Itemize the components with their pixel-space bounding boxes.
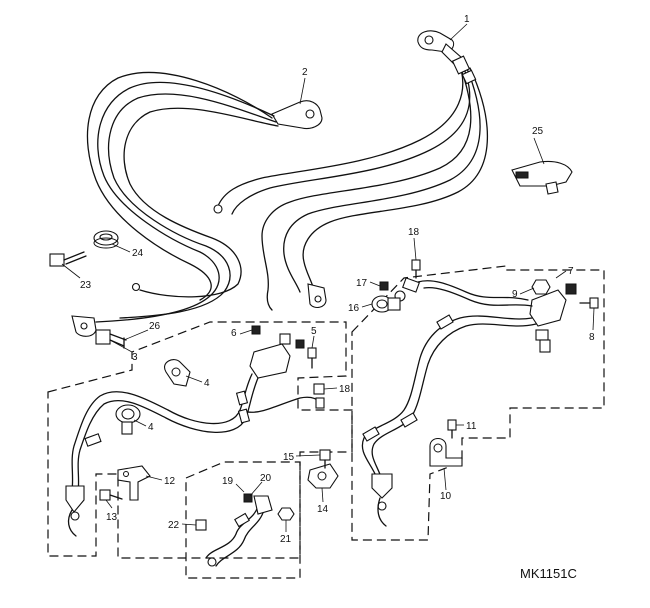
region-outline-19 xyxy=(185,461,301,579)
callout-6: 6 xyxy=(231,328,237,339)
left-lower-harness xyxy=(65,325,325,537)
clamp-16 xyxy=(371,295,401,313)
clip-4-lower xyxy=(115,404,141,435)
bracket-12 xyxy=(117,465,151,501)
callout-17: 17 xyxy=(356,278,368,289)
callout-10: 10 xyxy=(440,491,452,502)
callout-labels: 1 2 3 4 4 5 6 7 8 9 10 11 12 13 14 15 16… xyxy=(80,14,595,545)
callout-4a: 4 xyxy=(204,378,210,389)
callout-20: 20 xyxy=(260,473,272,484)
callout-18b: 18 xyxy=(339,384,351,395)
bolt-18-lower xyxy=(313,383,325,395)
secondary-harness-2 xyxy=(49,71,323,349)
region-outline-7 xyxy=(351,265,605,541)
clip-4-upper xyxy=(164,359,191,387)
callout-12: 12 xyxy=(164,476,176,487)
callout-16: 16 xyxy=(348,303,360,314)
bracket-10 xyxy=(429,437,463,467)
leader-lines xyxy=(61,23,595,532)
bolt-23 xyxy=(49,251,87,267)
main-battery-harness xyxy=(213,30,489,311)
small-harness-19 xyxy=(195,493,295,567)
grommet-24 xyxy=(93,230,119,249)
callout-4b: 4 xyxy=(148,422,154,433)
callout-15: 15 xyxy=(283,452,295,463)
callout-19: 19 xyxy=(222,476,234,487)
callout-5: 5 xyxy=(311,326,317,337)
terminal-cover-25 xyxy=(511,160,573,195)
callout-13: 13 xyxy=(106,512,118,523)
callout-22: 22 xyxy=(168,520,180,531)
callout-1: 1 xyxy=(464,14,470,25)
callout-3: 3 xyxy=(132,352,138,363)
callout-23: 23 xyxy=(80,280,92,291)
callout-14: 14 xyxy=(317,504,329,515)
clip-14 xyxy=(307,463,339,489)
callout-18a: 18 xyxy=(408,227,420,238)
callout-7: 7 xyxy=(568,266,574,277)
callout-21: 21 xyxy=(280,534,292,545)
right-lower-harness xyxy=(361,259,599,527)
callout-9: 9 xyxy=(512,289,518,300)
callout-26: 26 xyxy=(149,321,161,332)
callout-11: 11 xyxy=(466,421,477,432)
callout-24: 24 xyxy=(132,248,144,259)
drawing-code: MK1151C xyxy=(520,566,577,581)
callout-25: 25 xyxy=(532,126,544,137)
bolt-26 xyxy=(95,329,127,349)
callout-2: 2 xyxy=(302,67,308,78)
bolt-13 xyxy=(99,489,123,501)
callout-8: 8 xyxy=(589,332,595,343)
